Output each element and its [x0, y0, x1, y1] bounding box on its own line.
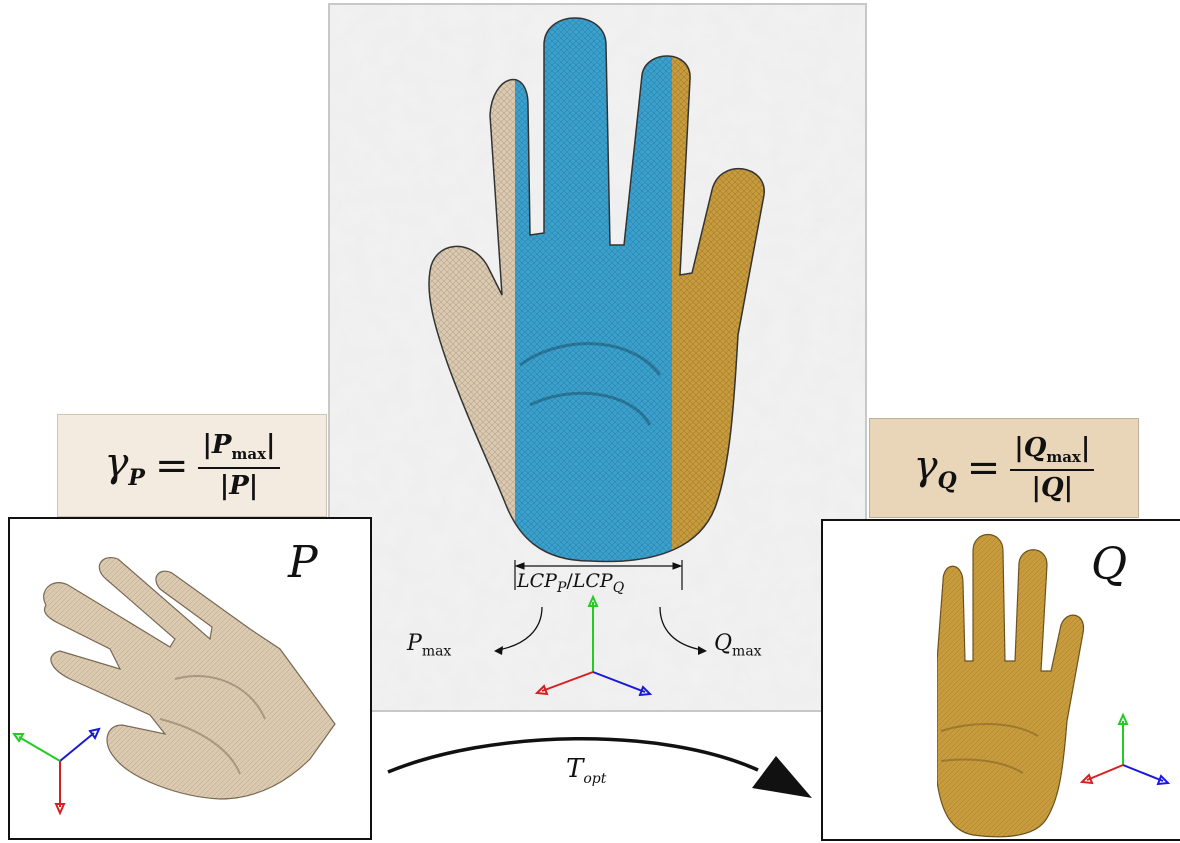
source-hand-mesh — [44, 558, 335, 799]
equals-sign: = — [155, 443, 189, 489]
pmax-label: Pmax — [407, 631, 451, 659]
qmax-label: Qmax — [714, 631, 762, 659]
lcp-label: LCPP/LCPQ — [517, 570, 624, 596]
gamma-q-formula: γQ = |Qmax| |Q| — [870, 419, 1138, 517]
overlap-panel: LCPP/LCPQ Pmax Qmax — [328, 3, 867, 712]
transform-label: Topt — [566, 754, 606, 787]
target-hand-mesh — [937, 535, 1084, 837]
source-hand-panel: P — [8, 517, 372, 840]
source-label: P — [288, 537, 318, 588]
axes-triad-source — [14, 729, 99, 813]
gamma-symbol: γ — [914, 443, 938, 489]
gamma-p-formula: γP = |Pmax| |P| — [58, 415, 326, 516]
axes-triad-target — [1082, 715, 1168, 784]
gamma-p-formula-box: γP = |Pmax| |P| — [57, 414, 327, 517]
overlap-hand-figure — [330, 5, 865, 710]
gamma-q-formula-box: γQ = |Qmax| |Q| — [869, 418, 1139, 518]
fraction: |Pmax| |P| — [198, 430, 279, 500]
fraction: |Qmax| |Q| — [1010, 433, 1094, 503]
equals-sign: = — [967, 445, 1001, 491]
gamma-symbol: γ — [104, 440, 128, 486]
target-label: Q — [1091, 539, 1127, 590]
target-hand-panel: Q — [821, 519, 1180, 841]
